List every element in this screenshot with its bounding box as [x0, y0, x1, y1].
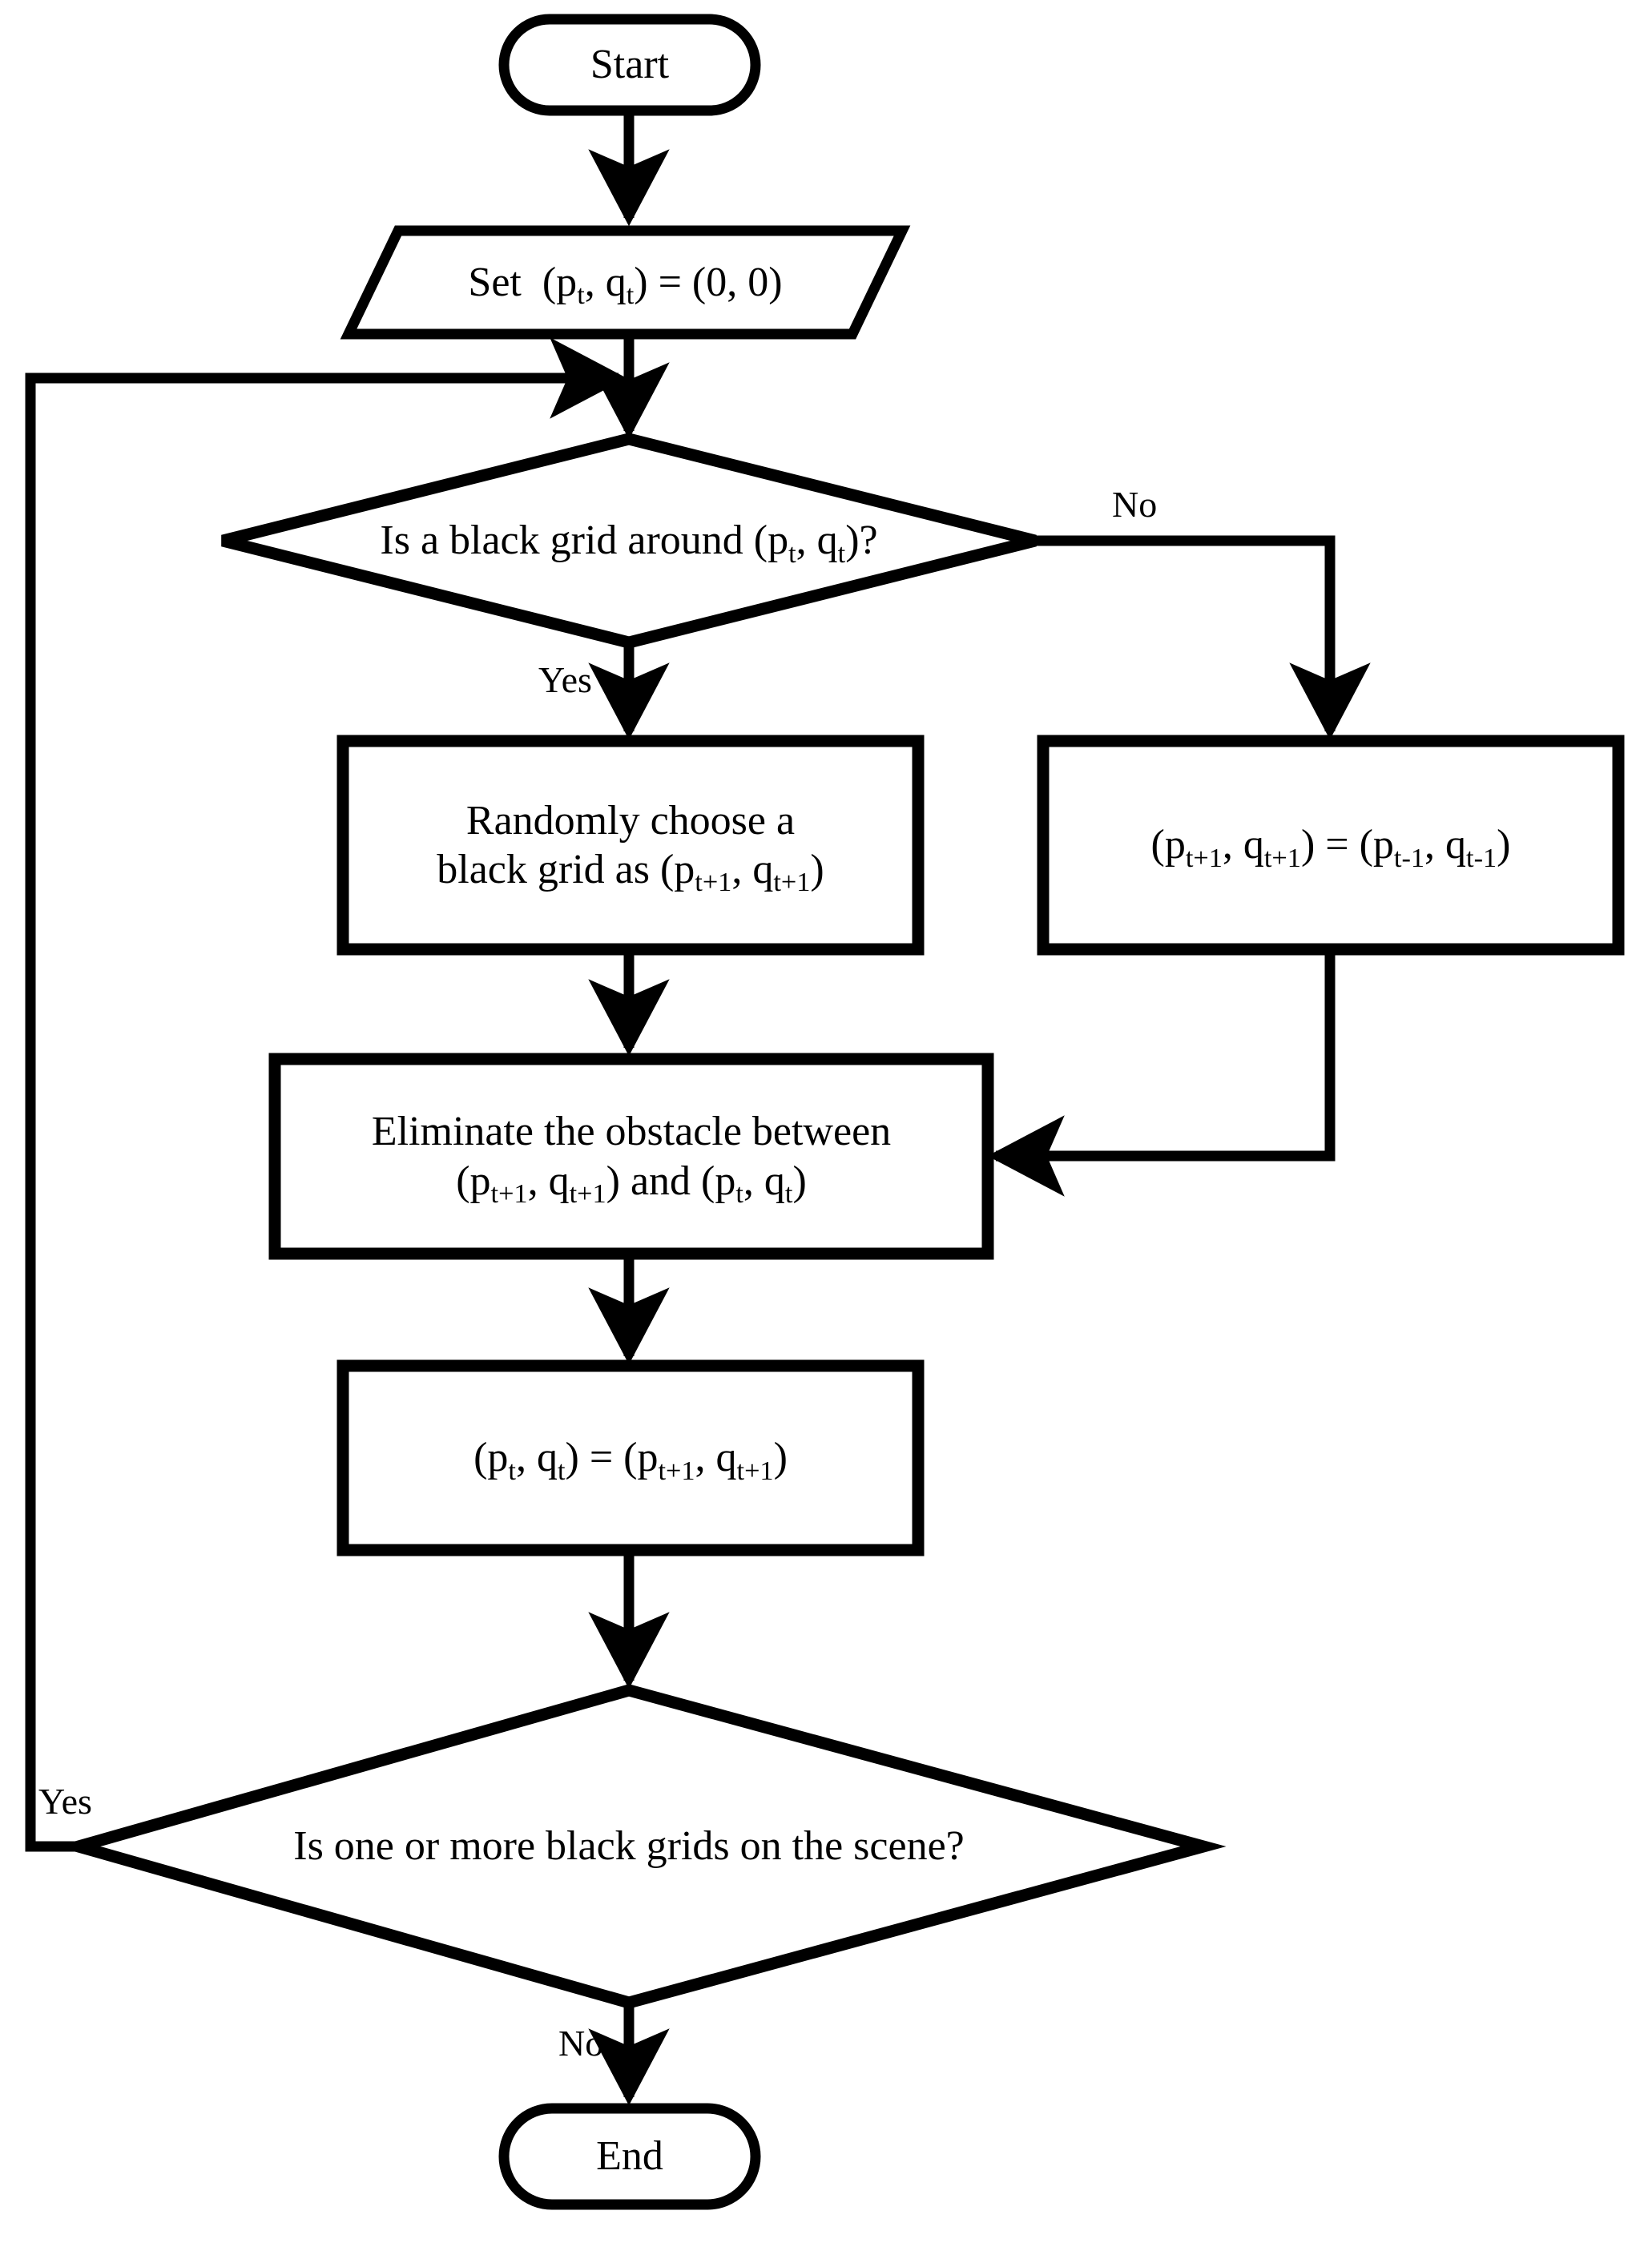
node-decision1-shape — [221, 433, 1037, 649]
node-eliminate-shape — [268, 1053, 994, 1260]
edge-label-decision2-yes: Yes — [38, 1781, 92, 1822]
node-assign-shape — [336, 1359, 925, 1556]
edge-label-decision1-yes: Yes — [538, 659, 592, 700]
edge-decision1-no-to-backtrack — [1034, 535, 1371, 740]
node-start-shape — [498, 14, 761, 116]
node-init-shape — [340, 225, 911, 340]
node-choose-shape — [336, 735, 925, 956]
node-backtrack-shape — [1037, 735, 1625, 956]
edge-label-decision2-no: No — [558, 2023, 604, 2064]
edge-backtrack-to-eliminate — [987, 949, 1336, 1197]
edge-decision2-yes-loop — [25, 337, 627, 1852]
node-end-shape — [498, 2103, 761, 2210]
node-decision2-shape — [56, 1684, 1227, 2009]
edge-label-decision1-no: No — [1112, 484, 1158, 525]
